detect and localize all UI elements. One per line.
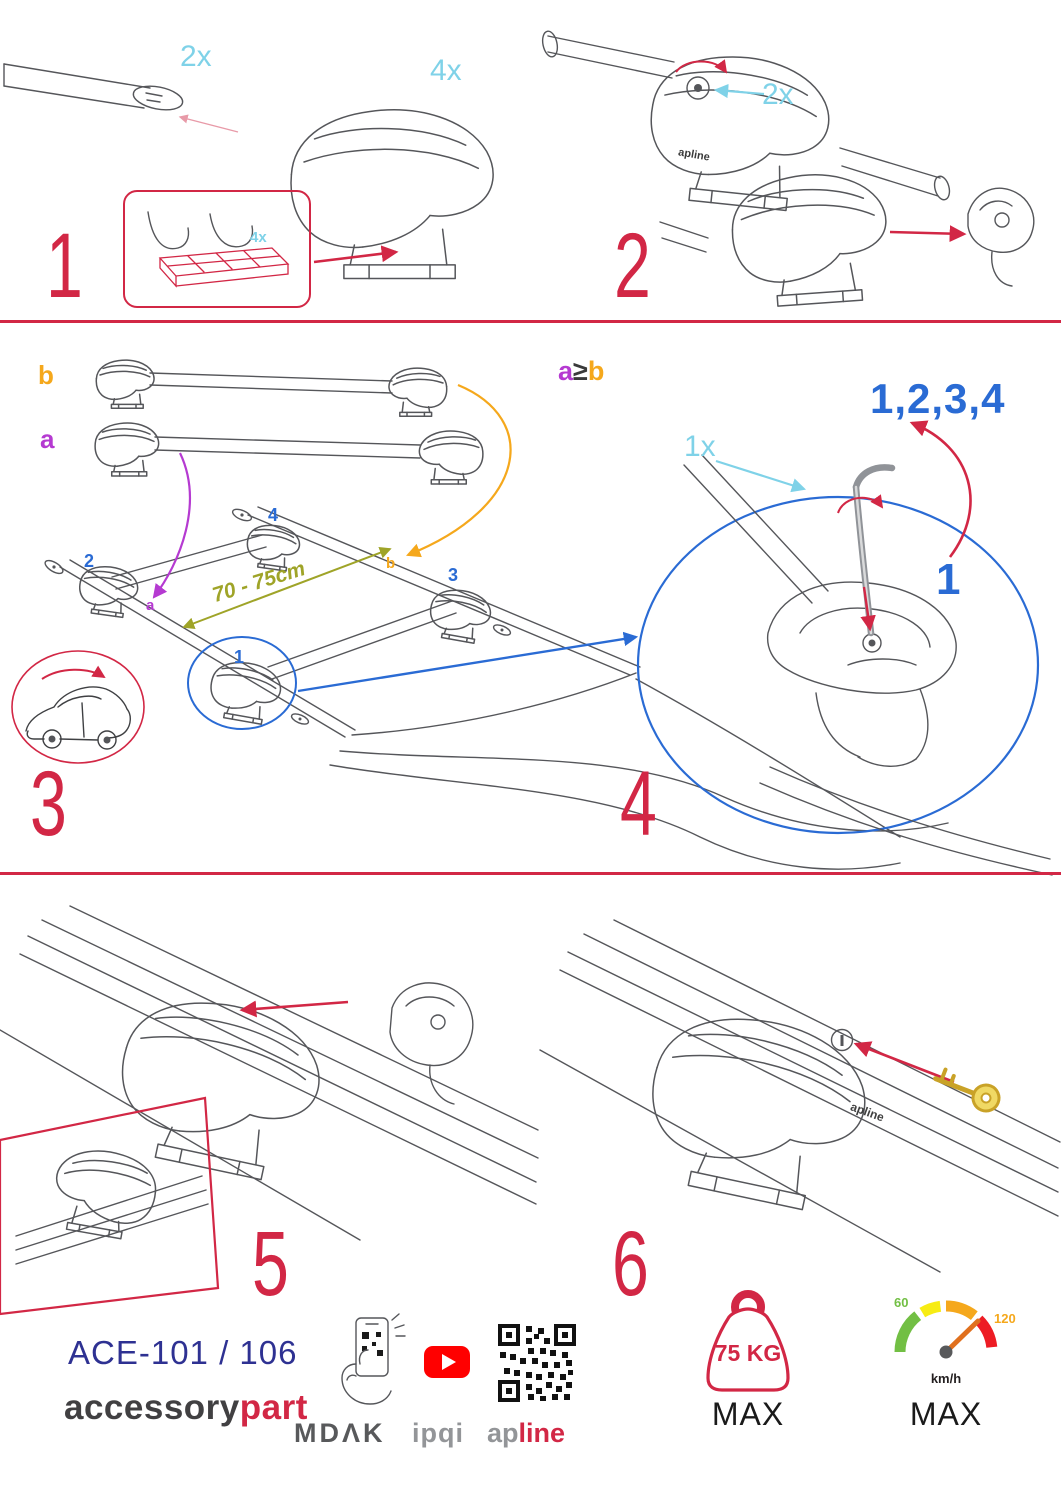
arrow-pad-to-foot	[313, 245, 399, 264]
qty-pad-label: 4x	[250, 229, 267, 246]
arrow-bar-a	[152, 452, 191, 599]
foot-on-bar-drawing	[541, 30, 951, 215]
detail-circle	[187, 636, 297, 730]
foot-lock-drawing	[633, 1000, 879, 1219]
condition-operator: ≥	[573, 356, 588, 386]
speedometer-icon	[894, 1300, 998, 1359]
crossbar-b-drawing	[96, 359, 447, 417]
first-step-label: 1	[936, 555, 961, 604]
youtube-play-icon	[424, 1346, 470, 1378]
arrow-key-to-lock	[853, 1041, 955, 1084]
position-4-label: 4	[268, 505, 279, 525]
qty-foot-label: 4x	[430, 54, 462, 87]
arrow-sequence	[909, 420, 972, 558]
section-divider-1	[0, 320, 1061, 323]
sequence-label: 1,2,3,4	[870, 375, 1006, 422]
pad-inset-drawing	[147, 211, 290, 288]
play-triangle-icon	[442, 1354, 456, 1370]
position-2-label: 2	[84, 551, 95, 571]
car-inset-drawing	[11, 650, 145, 764]
step2-drawing	[541, 30, 1035, 310]
measure-arrow	[182, 547, 392, 629]
qty-crossbar-label: 2x	[180, 40, 212, 73]
speed-max-label: MAX	[909, 1396, 983, 1432]
step1-drawing	[3, 63, 494, 288]
step5-drawing	[0, 905, 539, 1316]
step4-drawing	[636, 420, 1053, 876]
phone-scan-icon	[341, 1313, 406, 1405]
arrow-to-detail	[297, 631, 639, 693]
bar-b-label: b	[38, 360, 54, 390]
weight-max-label: MAX	[711, 1396, 785, 1432]
brand-logo: accessorypart	[64, 1390, 308, 1425]
section-divider-2	[0, 872, 1061, 875]
speed-min-label: 60	[894, 1295, 909, 1310]
position-3-label: 3	[448, 565, 459, 585]
arrow-to-bolt	[860, 586, 876, 632]
qty-lock-label: 2x	[762, 78, 794, 111]
qr-code-icon	[498, 1324, 576, 1402]
weight-max-icon	[706, 1290, 790, 1392]
lock-cylinder	[686, 76, 710, 100]
weight-value: 75 KG	[714, 1340, 782, 1366]
condition-a: a	[558, 356, 574, 386]
logo-mdak: MDΛK	[294, 1418, 386, 1448]
point-b-label: b	[386, 555, 396, 572]
arrow-qty-lock	[713, 83, 765, 99]
position-1-label: 1	[234, 647, 245, 667]
step-2-number: 2	[614, 215, 651, 317]
detail-ellipse	[636, 495, 1040, 835]
brand-part: part	[239, 1388, 308, 1427]
condition-b: b	[587, 356, 605, 386]
logo-line: line	[518, 1418, 566, 1448]
rail-lines	[539, 919, 1061, 1273]
foot-cover-drawing	[659, 169, 1035, 310]
step3-drawing	[11, 359, 949, 870]
locked-inset-drawing	[0, 1096, 220, 1316]
crossbar-tube-drawing	[3, 63, 184, 111]
crossbar-a-drawing	[94, 422, 484, 485]
step6-drawing	[539, 919, 1061, 1273]
speed-unit-label: km/h	[930, 1371, 962, 1386]
step-1-number: 1	[46, 215, 83, 317]
keyhole	[830, 1028, 854, 1052]
brand-accessory: accessory	[64, 1388, 240, 1427]
logo-ap: ap	[487, 1418, 519, 1448]
arrow-qty-key	[715, 459, 807, 493]
step-3-number: 3	[30, 753, 67, 855]
needle	[943, 1318, 981, 1355]
arrow-close-cover	[239, 1000, 349, 1018]
pointer-line	[178, 114, 239, 133]
step-6-number: 6	[612, 1213, 649, 1315]
condition-label: a≥b	[558, 358, 604, 385]
logo-ipqi: ipqi	[412, 1418, 464, 1448]
foot-detail-drawing	[683, 454, 1053, 876]
speed-max-value: 120	[994, 1311, 1016, 1326]
arrow-turn-lock	[675, 59, 728, 74]
key-icon	[933, 1067, 1001, 1113]
arrow-turn-key	[837, 494, 884, 514]
foot-open-drawing	[104, 982, 474, 1189]
pad-inset-frame	[123, 190, 311, 308]
point-a-label: a	[146, 597, 155, 614]
logo-apline: apline	[487, 1420, 565, 1447]
step-5-number: 5	[252, 1213, 289, 1315]
model-number: ACE-101 / 106	[68, 1334, 298, 1371]
rubber-pad-drawing	[158, 247, 290, 288]
arrow-bar-b	[406, 383, 512, 558]
rail-lines	[0, 905, 539, 1241]
bar-a-label: a	[40, 424, 55, 454]
step-4-number: 4	[620, 753, 657, 855]
qty-key-label: 1x	[684, 430, 716, 463]
arrow-cover	[889, 225, 967, 243]
